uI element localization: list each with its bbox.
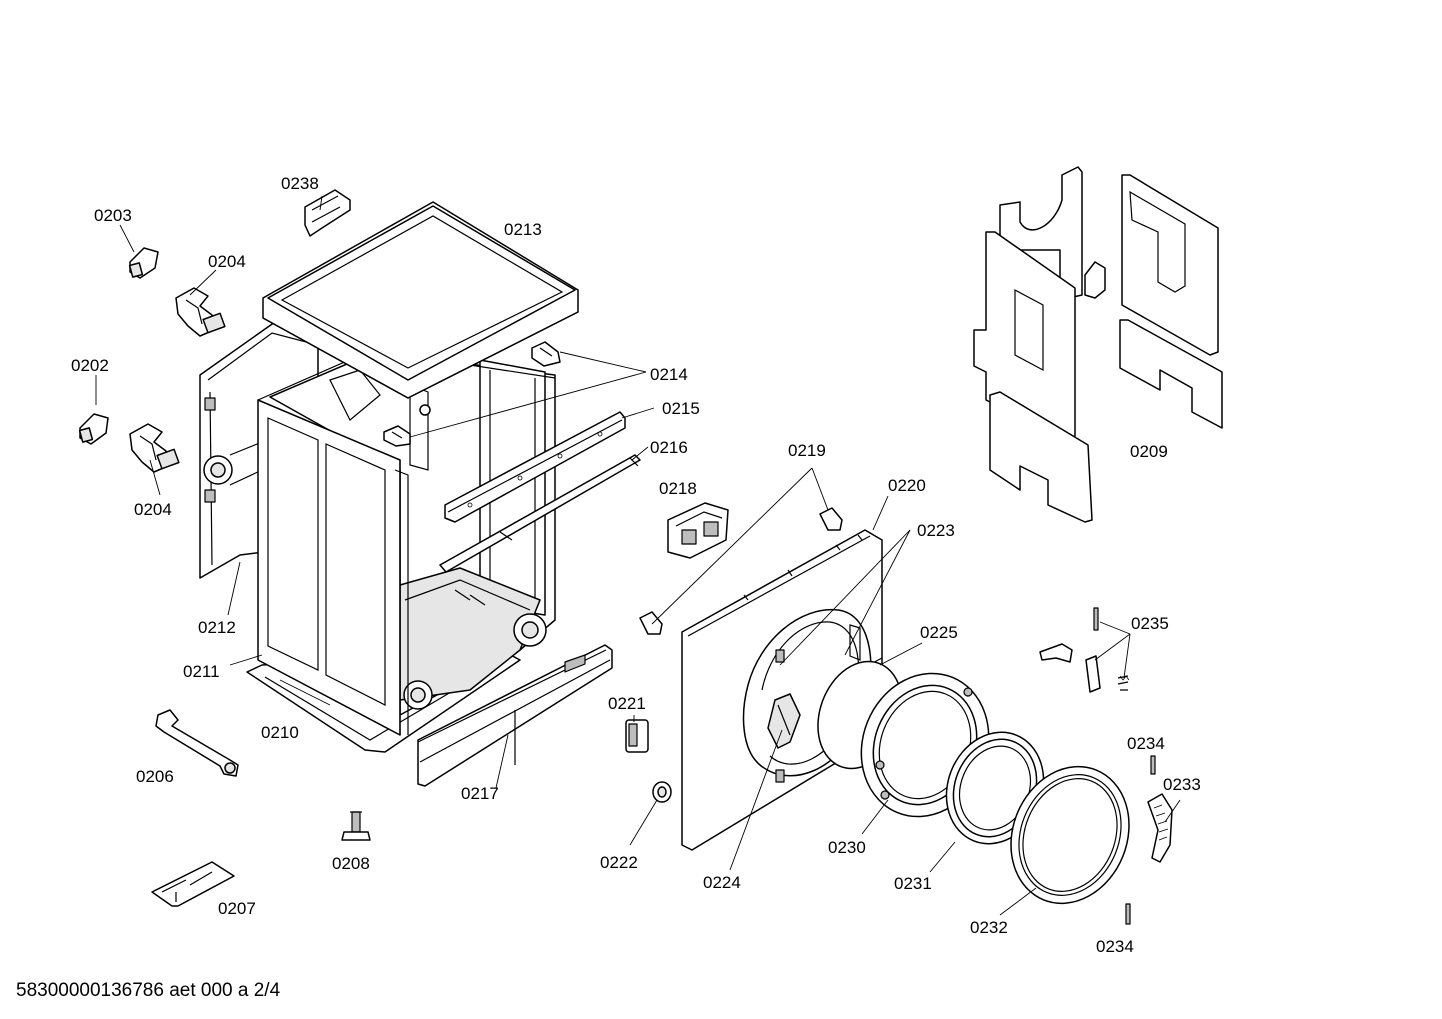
bracket-0214-top — [531, 341, 561, 367]
label-0231: 0231 — [894, 874, 932, 893]
label-0215: 0215 — [662, 399, 700, 418]
bracket-0207 — [151, 861, 235, 907]
pin-0234-upper — [1150, 755, 1156, 775]
label-0219: 0219 — [788, 441, 826, 460]
label-0213: 0213 — [504, 220, 542, 239]
clip-0219-left — [639, 611, 663, 635]
bracket-0238 — [304, 189, 351, 237]
latch-parts-0235 — [1039, 607, 1130, 693]
part-labels: 0203 0204 0202 0204 0212 0211 0210 0206 … — [71, 174, 1201, 956]
label-0235: 0235 — [1131, 614, 1169, 633]
label-0217: 0217 — [461, 784, 499, 803]
foot-0208 — [341, 811, 371, 841]
label-0206: 0206 — [136, 767, 174, 786]
label-0203: 0203 — [94, 206, 132, 225]
pin-0234-lower — [1125, 903, 1131, 925]
clip-0219-right — [819, 507, 843, 531]
door-frame-0232 — [1010, 765, 1130, 905]
clip-0221 — [625, 719, 649, 753]
document-reference-code: 58300000136786 aet 000 a 2/4 — [16, 980, 281, 1001]
door-handle-0233 — [1147, 793, 1173, 863]
label-0212: 0212 — [198, 618, 236, 637]
label-0233: 0233 — [1163, 775, 1201, 794]
cross-rail-0216 — [439, 454, 641, 573]
cross-rail-0215 — [444, 411, 626, 523]
valve-0202 — [78, 413, 109, 445]
label-0238: 0238 — [281, 174, 319, 193]
leader-lines — [95, 195, 1181, 916]
label-0221: 0221 — [608, 694, 646, 713]
spanner-0206 — [155, 709, 239, 777]
label-0218: 0218 — [659, 479, 697, 498]
label-0208: 0208 — [332, 854, 370, 873]
grommet-0222 — [652, 781, 672, 803]
label-0234-lower: 0234 — [1096, 937, 1134, 956]
label-0224: 0224 — [703, 873, 741, 892]
label-0210: 0210 — [261, 723, 299, 742]
label-0230: 0230 — [828, 838, 866, 857]
label-0214: 0214 — [650, 365, 688, 384]
bracket-0214-inner — [383, 425, 411, 447]
label-0225: 0225 — [920, 623, 958, 642]
label-0211: 0211 — [183, 662, 220, 681]
label-0202: 0202 — [71, 356, 109, 375]
label-0232: 0232 — [970, 918, 1008, 937]
label-0204-upper: 0204 — [208, 252, 246, 271]
label-0223: 0223 — [917, 521, 955, 540]
inlet-valve-0204-upper — [175, 287, 226, 337]
top-cover-0213 — [262, 201, 579, 399]
label-0207: 0207 — [218, 899, 256, 918]
label-0204-lower: 0204 — [134, 500, 172, 519]
front-plinth-0217 — [417, 644, 613, 787]
inlet-valve-0204-lower — [129, 423, 180, 473]
valve-0203 — [128, 247, 159, 279]
label-0222: 0222 — [600, 853, 638, 872]
label-0220: 0220 — [888, 476, 926, 495]
door-lock-0218 — [667, 502, 729, 559]
label-0209: 0209 — [1130, 442, 1168, 461]
cabinet-frame-0211 — [257, 349, 556, 736]
label-0234-upper: 0234 — [1127, 734, 1165, 753]
insulation-panels-0209 — [973, 166, 1223, 523]
label-0216: 0216 — [650, 438, 688, 457]
